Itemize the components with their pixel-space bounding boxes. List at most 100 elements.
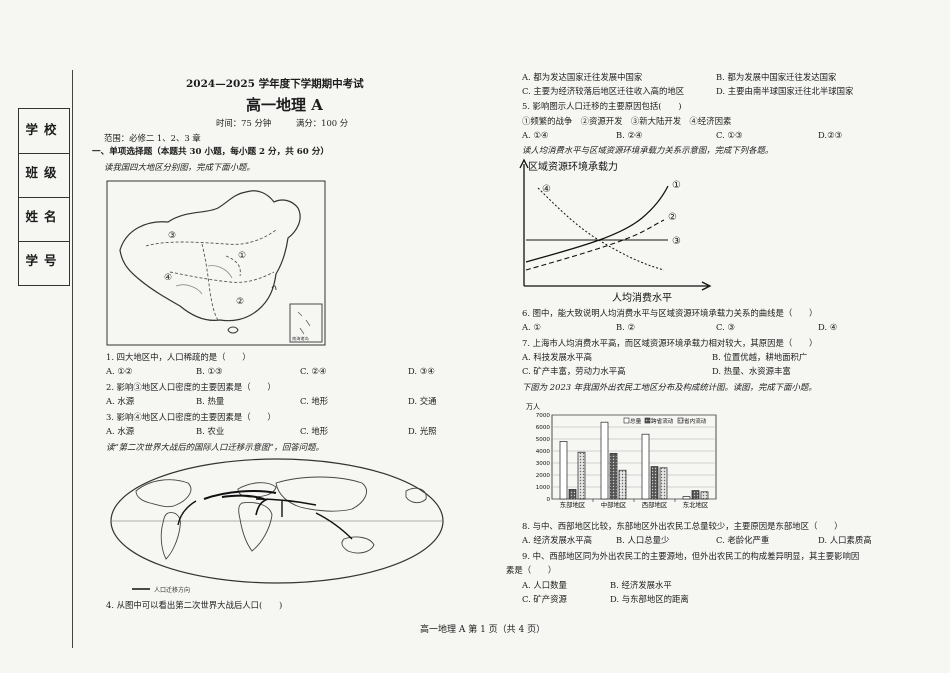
capacity-curve-graph: 区域资源环境承载力 人均消费水平 ① ② ③ ④	[519, 158, 712, 302]
q9-option-b[interactable]: B. 经济发展水平	[610, 580, 672, 590]
q1-option-b[interactable]: B. ①③	[196, 366, 223, 376]
q5-option-b[interactable]: B. ②④	[616, 130, 643, 140]
q8-option-c[interactable]: C. 老龄化严重	[716, 535, 770, 545]
migration-legend: 人口迁移方向	[154, 586, 190, 594]
q1-stem: 1. 四大地区中，人口稀疏的是（ ）	[106, 352, 251, 362]
school-label: 学校	[25, 122, 63, 137]
q2-option-d[interactable]: D. 交通	[408, 396, 437, 406]
region-label-4: ④	[164, 273, 172, 283]
chart-bar	[568, 489, 577, 500]
divider	[19, 241, 69, 242]
chart-intro: 下图为 2023 年我国外出农民工地区分布及构成统计图。读图，完成下面小题。	[522, 382, 817, 392]
q5-stem: 5. 影响图示人口迁移的主要原因包括( )	[522, 101, 682, 111]
map2-intro: 读“第二次世界大战后的国际人口迁移示意图”，回答问题。	[106, 442, 324, 452]
chart-legend-swatch	[623, 417, 630, 424]
region-label-1: ①	[238, 251, 246, 261]
q1-option-a[interactable]: A. ①②	[106, 366, 133, 376]
q9-option-d[interactable]: D. 与东部地区的距离	[610, 594, 689, 604]
curve-1	[525, 185, 669, 263]
china-regions-map: 南海诸岛 ③ ① ④ ②	[106, 180, 326, 346]
class-label: 班级	[25, 165, 63, 180]
q5-option-d[interactable]: D.②③	[818, 130, 843, 140]
q4-stem: 4. 从图中可以看出第二次世界大战后人口( )	[106, 600, 283, 610]
chart-ylabel: 万人	[526, 403, 540, 411]
binding-line	[72, 70, 73, 648]
q5-option-c[interactable]: C. ①③	[716, 130, 743, 140]
map1-intro: 读我国四大地区分别图，完成下面小题。	[104, 162, 255, 172]
chart-category-label: 东北地区	[683, 500, 709, 509]
chart-bar	[577, 451, 586, 500]
q8-option-a[interactable]: A. 经济发展水平高	[522, 535, 592, 545]
q6-option-d[interactable]: D. ④	[818, 322, 838, 332]
q6-option-a[interactable]: A. ①	[522, 322, 541, 332]
q3-option-c[interactable]: C. 地形	[300, 426, 329, 436]
chart-bar	[618, 469, 627, 500]
q7-option-a[interactable]: A. 科技发展水平高	[522, 352, 592, 362]
graph1-xlabel: 人均消费水平	[612, 291, 672, 302]
curve-label-4: ④	[542, 184, 551, 195]
q3-option-d[interactable]: D. 光照	[408, 426, 437, 436]
q2-option-a[interactable]: A. 水源	[106, 396, 135, 406]
chart-bar	[641, 433, 650, 500]
q9-option-c[interactable]: C. 矿产资源	[522, 594, 567, 604]
curve-4	[537, 187, 665, 271]
chart-bar	[682, 496, 691, 500]
q2-option-b[interactable]: B. 热量	[196, 396, 225, 406]
q9-stem-line1: 9. 中、西部地区同为外出农民工的主要源地，但外出农民工的构成差异明显，其主要影…	[522, 551, 860, 561]
student-info-box: 学校 班级 姓名 学号	[18, 108, 70, 286]
exam-score: 满分：100 分	[296, 118, 349, 128]
curve-2	[525, 219, 665, 271]
chart-ytick: 0	[546, 497, 550, 503]
q7-stem: 7. 上海市人均消费水平高，而区域资源环境承载力相对较大，其原因是（ ）	[522, 338, 818, 348]
chart-category-label: 西部地区	[642, 500, 668, 509]
chart-legend-label: 跨省流动	[651, 417, 674, 425]
q6-option-c[interactable]: C. ③	[716, 322, 735, 332]
q1-option-d[interactable]: D. ③④	[408, 366, 435, 376]
q4-option-c[interactable]: C. 主要为经济较落后地区迁往收入高的地区	[522, 86, 685, 96]
chart-ytick: 6000	[536, 425, 551, 431]
q7-option-d[interactable]: D. 热量、水资源丰富	[712, 366, 791, 376]
student-id-label: 学号	[25, 253, 63, 268]
chart-category-label: 东部地区	[560, 500, 586, 509]
curve-label-3: ③	[672, 236, 681, 247]
chart-bar	[600, 421, 609, 500]
graph1-ylabel: 区域资源环境承载力	[528, 160, 618, 173]
chart-ytick: 3000	[536, 461, 551, 467]
chart-legend-label: 省内流动	[684, 417, 707, 425]
chart-bar	[559, 441, 568, 500]
q6-option-b[interactable]: B. ②	[616, 322, 635, 332]
q6-stem: 6. 图中，能大致说明人均消费水平与区域资源环境承载力关系的曲线是（ ）	[522, 308, 818, 318]
inset-label: 南海诸岛	[292, 335, 309, 342]
region-label-3: ③	[168, 231, 176, 241]
q5-option-a[interactable]: A. ①④	[522, 130, 549, 140]
q5-statements: ①频繁的战争 ②资源开发 ③新大陆开发 ④经济因素	[522, 116, 732, 126]
curve-label-2: ②	[668, 212, 677, 223]
chart-frame	[551, 414, 717, 500]
chart-bar	[700, 491, 709, 500]
chart-ytick: 2000	[536, 473, 551, 479]
q2-option-c[interactable]: C. 地形	[300, 396, 329, 406]
q3-option-a[interactable]: A. 水源	[106, 426, 135, 436]
q7-option-b[interactable]: B. 位置优越，耕地面积广	[712, 352, 808, 362]
exam-subject: 高一地理 A	[246, 96, 323, 114]
page-footer: 高一地理 A 第 1 页（共 4 页）	[420, 625, 546, 635]
q4-option-a[interactable]: A. 都为发达国家迁往发展中国家	[522, 72, 643, 82]
q3-stem: 3. 影响④地区人口密度的主要因素是（ ）	[106, 412, 276, 422]
section-heading: 一、单项选择题（本题共 30 小题，每小题 2 分，共 60 分）	[92, 147, 329, 157]
q9-option-a[interactable]: A. 人口数量	[522, 580, 567, 590]
chart-bar	[650, 466, 659, 500]
q7-option-c[interactable]: C. 矿产丰富，劳动力水平高	[522, 366, 626, 376]
chart-legend-swatch	[677, 417, 684, 424]
q8-option-b[interactable]: B. 人口总量少	[616, 535, 670, 545]
q8-option-d[interactable]: D. 人口素质高	[818, 535, 872, 545]
q4-option-b[interactable]: B. 都为发展中国家迁往发达国家	[716, 72, 837, 82]
q1-option-c[interactable]: C. ②④	[300, 366, 327, 376]
exam-scope: 范围：必修二 1、2、3 章	[104, 133, 201, 143]
q4-option-d[interactable]: D. 主要由南半球国家迁往北半球国家	[716, 86, 854, 96]
name-label: 姓名	[25, 209, 63, 224]
q3-option-b[interactable]: B. 农业	[196, 426, 225, 436]
chart-ytick: 7000	[536, 413, 551, 419]
exam-time: 时间：75 分钟	[216, 118, 272, 128]
chart-category-label: 中部地区	[601, 500, 627, 509]
